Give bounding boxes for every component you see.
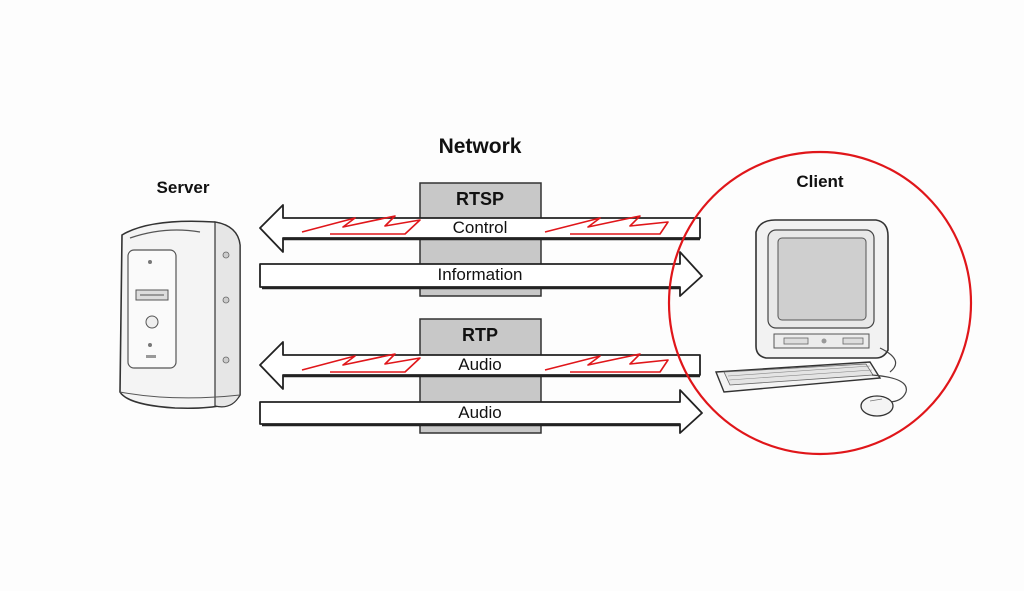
audio-in-arrow — [259, 341, 701, 390]
lightning-icon — [301, 353, 669, 373]
information-arrow — [259, 251, 703, 297]
control-arrow — [259, 204, 701, 253]
audio-out-label: Audio — [458, 403, 501, 422]
client-computer-icon — [714, 219, 907, 417]
server-label: Server — [157, 178, 210, 197]
audio-in-label: Audio — [458, 355, 501, 374]
network-title: Network — [439, 135, 522, 158]
client-highlight-circle — [667, 150, 973, 456]
audio-out-arrow — [259, 389, 703, 434]
lightning-icon — [301, 215, 669, 235]
control-label: Control — [453, 218, 508, 237]
client-label: Client — [796, 172, 844, 191]
server-tower-icon — [119, 220, 241, 410]
rtsp-label: RTSP — [456, 189, 504, 209]
information-label: Information — [437, 265, 522, 284]
rtp-label: RTP — [462, 325, 498, 345]
